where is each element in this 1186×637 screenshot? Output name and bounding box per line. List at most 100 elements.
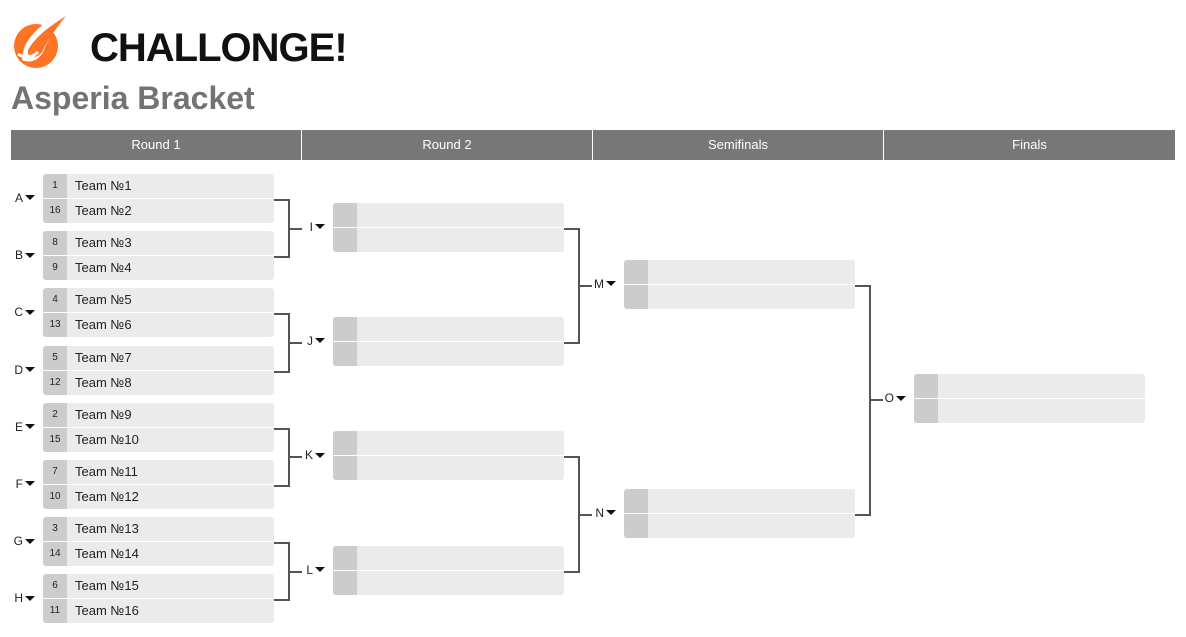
player-slot-top[interactable] (333, 317, 564, 341)
team-name: Team №8 (75, 374, 132, 390)
match-id: K (304, 448, 313, 463)
challonge-logo[interactable]: CHALLONGE! (10, 8, 370, 74)
bracket-connector (564, 227, 580, 344)
team-name: Team №16 (75, 603, 139, 619)
match-id: J (307, 334, 313, 348)
match-label-a[interactable]: A (7, 191, 35, 205)
match-id: C (14, 305, 23, 320)
seed-badge (624, 513, 648, 538)
team-name: Team №13 (75, 521, 139, 537)
seed-badge: 7 (43, 460, 67, 484)
seed-badge: 1 (43, 174, 67, 198)
seed-badge: 11 (43, 599, 67, 624)
seed-badge: 15 (43, 427, 67, 452)
caret-down-icon (25, 252, 35, 258)
match-label-e[interactable]: E (7, 420, 35, 434)
player-slot-bottom[interactable] (333, 570, 564, 595)
player-slot-bottom[interactable]: 12 Team №8 (43, 370, 274, 395)
match-j: J (307, 317, 564, 366)
caret-down-icon (25, 538, 35, 544)
match-k: K (305, 431, 564, 481)
seed-badge (333, 570, 357, 595)
player-slot-top[interactable]: 8 Team №3 (43, 231, 274, 256)
bracket-connector-line (290, 456, 302, 459)
caret-down-icon (25, 595, 35, 601)
seed-badge (333, 342, 357, 366)
caret-down-icon (606, 509, 616, 515)
caret-down-icon (315, 452, 325, 458)
match-label-g[interactable]: G (7, 534, 35, 548)
bracket-connector (274, 313, 290, 373)
round-header-1: Round 1 (11, 130, 301, 160)
team-name: Team №2 (75, 203, 132, 218)
match-label-l[interactable]: L (297, 563, 325, 577)
match-id: M (594, 276, 604, 291)
player-slot-bottom[interactable]: 15 Team №10 (43, 427, 274, 452)
player-slot-bottom[interactable]: 11 Team №16 (43, 599, 274, 624)
team-name: Team №5 (75, 292, 132, 308)
match-id: B (14, 248, 23, 263)
bracket-connector (274, 199, 290, 259)
match-id: O (884, 391, 894, 406)
match-label-m[interactable]: M (588, 277, 616, 291)
bracket-connector-line (290, 227, 302, 230)
match-label-b[interactable]: B (7, 248, 35, 262)
player-slot-bottom[interactable] (333, 342, 564, 366)
player-slot-top[interactable] (624, 259, 855, 284)
match-id: G (13, 534, 23, 549)
seed-badge: 5 (43, 345, 67, 370)
match-label-o[interactable]: O (878, 391, 906, 405)
caret-down-icon (25, 481, 35, 487)
seed-badge (624, 488, 648, 513)
seed-badge (914, 374, 938, 399)
player-slot-top[interactable] (333, 431, 564, 456)
match-label-f[interactable]: F (7, 477, 35, 491)
match-label-i[interactable]: I (297, 220, 325, 234)
match-label-d[interactable]: D (7, 363, 35, 377)
player-slot-bottom[interactable] (624, 513, 855, 538)
player-slot-top[interactable] (914, 374, 1145, 399)
match-label-k[interactable]: K (297, 448, 325, 462)
seed-badge: 12 (43, 370, 67, 395)
team-name: Team №7 (75, 349, 132, 365)
team-name: Team №10 (75, 431, 139, 447)
player-slot-bottom[interactable] (333, 227, 564, 252)
seed-badge (333, 317, 357, 341)
player-slot-top[interactable] (333, 202, 564, 227)
match-o: O (885, 374, 1145, 424)
player-slot-bottom[interactable] (624, 284, 855, 309)
match-label-n[interactable]: N (588, 506, 616, 520)
match-label-c[interactable]: C (7, 305, 35, 319)
match-label-j[interactable]: J (297, 334, 325, 348)
caret-down-icon (606, 281, 616, 287)
match-label-h[interactable]: H (7, 591, 35, 605)
player-slot-bottom[interactable] (914, 399, 1145, 424)
player-slot-top[interactable]: 5 Team №7 (43, 345, 274, 370)
caret-down-icon (25, 424, 35, 430)
match-l: L (306, 545, 564, 595)
team-name: Team №9 (75, 406, 132, 422)
match-id: A (14, 191, 23, 205)
player-slot-bottom[interactable] (333, 456, 564, 481)
player-slot-top[interactable] (624, 488, 855, 513)
player-slot-top[interactable] (333, 545, 564, 570)
bracket-connector-line (290, 570, 302, 573)
bracket-connector-line (871, 399, 883, 402)
seed-badge: 8 (43, 231, 67, 256)
team-name: Team №3 (75, 235, 132, 251)
match-m: M (594, 259, 855, 309)
bracket-connector-line (580, 513, 592, 516)
